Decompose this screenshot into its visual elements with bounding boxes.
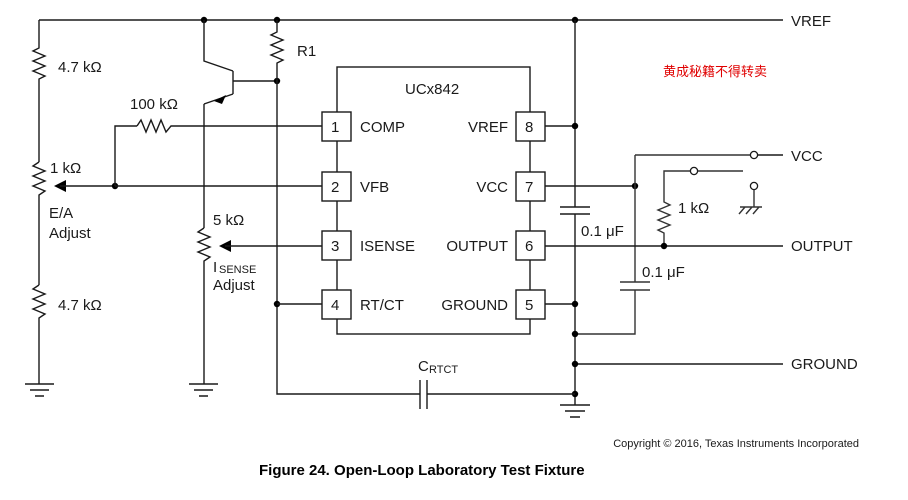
- junction-dot: [571, 122, 579, 130]
- ground-symbol-isense: [189, 383, 218, 397]
- watermark-text: 黄成秘籍不得转卖: [663, 64, 767, 80]
- svg-text:7: 7: [525, 179, 533, 196]
- pot-isense-resistor: [196, 227, 212, 384]
- switch-terminal: [689, 166, 699, 176]
- ground-symbol-main: [560, 404, 590, 418]
- feedback-wire: [114, 125, 137, 186]
- pin-5: 5 GROUND: [441, 289, 546, 320]
- terminal-output-label: OUTPUT: [791, 238, 853, 255]
- r-top-left-resistor: [31, 20, 47, 162]
- pot-ea-resistor: [31, 161, 47, 285]
- pin-7: 7 VCC: [476, 171, 546, 202]
- svg-text:5: 5: [525, 297, 533, 314]
- junction-dot: [571, 330, 579, 338]
- ic-name: UCx842: [405, 81, 459, 98]
- pot-ea-value: 1 kΩ: [50, 160, 81, 177]
- r-feedback-value: 100 kΩ: [130, 96, 178, 113]
- pin-6-label: OUTPUT: [446, 238, 508, 255]
- pin-2-label: VFB: [360, 179, 389, 196]
- svg-text:4: 4: [331, 297, 339, 314]
- ground-symbol-left: [25, 383, 54, 397]
- junction-dot: [571, 360, 579, 368]
- svg-text:1: 1: [331, 119, 339, 136]
- pot-isense-label-sub: SENSE: [219, 264, 256, 276]
- terminal-vref-label: VREF: [791, 13, 831, 30]
- pin-8-label: VREF: [468, 119, 508, 136]
- pin-4-label: RT/CT: [360, 297, 404, 314]
- pin-5-label: GROUND: [441, 297, 508, 314]
- capacitor-rtct: [419, 380, 428, 409]
- pin-8: 8 VREF: [468, 111, 546, 142]
- ic-body: [336, 66, 531, 335]
- pot-isense-label-main: I: [213, 259, 217, 276]
- r-feedback-resistor: [136, 118, 322, 134]
- c-rtct-label-sub: RTCT: [429, 364, 458, 376]
- pin-1-label: COMP: [360, 119, 405, 136]
- copyright-text: Copyright © 2016, Texas Instruments Inco…: [613, 438, 859, 450]
- pin-1: 1 COMP: [321, 111, 405, 142]
- pin-3-label: ISENSE: [360, 238, 415, 255]
- r-output-resistor: [656, 170, 690, 244]
- junction-dot: [660, 242, 668, 250]
- r-output-value: 1 kΩ: [678, 200, 709, 217]
- r-bottom-left-resistor: [31, 284, 47, 384]
- npn-transistor: [203, 20, 277, 105]
- chassis-ground-icon: [738, 206, 762, 215]
- pin-3: 3 ISENSE: [321, 230, 415, 261]
- capacitor-vref: [560, 206, 590, 215]
- pin-6: 6 OUTPUT: [446, 230, 546, 261]
- r-bottom-left-value: 4.7 kΩ: [58, 297, 102, 314]
- r1-resistor: [269, 20, 420, 395]
- pin-4: 4 RT/CT: [321, 289, 404, 320]
- pin-7-label: VCC: [476, 179, 508, 196]
- terminal-vcc-label: VCC: [791, 148, 823, 165]
- switch-ground-terminal: [749, 181, 759, 191]
- figure-caption: Figure 24. Open-Loop Laboratory Test Fix…: [259, 462, 585, 479]
- pot-ea-label-1: E/A: [49, 205, 73, 222]
- svg-text:3: 3: [331, 238, 339, 255]
- r-top-left-value: 4.7 kΩ: [58, 59, 102, 76]
- c-vcc-value: 0.1 μF: [642, 264, 685, 281]
- junction-dot: [571, 300, 579, 308]
- svg-text:8: 8: [525, 119, 533, 136]
- c-rtct-label-main: C: [418, 358, 429, 375]
- pin-2: 2 VFB: [321, 171, 389, 202]
- pot-isense-label-2: Adjust: [213, 277, 256, 294]
- terminal-ground-label: GROUND: [791, 356, 858, 373]
- svg-text:6: 6: [525, 238, 533, 255]
- pot-ea-label-2: Adjust: [49, 225, 92, 242]
- c-vref-value: 0.1 μF: [581, 223, 624, 240]
- capacitor-vcc: [620, 281, 650, 291]
- svg-text:2: 2: [331, 179, 339, 196]
- vcc-terminal: [749, 150, 759, 160]
- r1-label: R1: [297, 43, 316, 60]
- pot-isense-value: 5 kΩ: [213, 212, 244, 229]
- c-vcc-ground-wire: [575, 290, 636, 335]
